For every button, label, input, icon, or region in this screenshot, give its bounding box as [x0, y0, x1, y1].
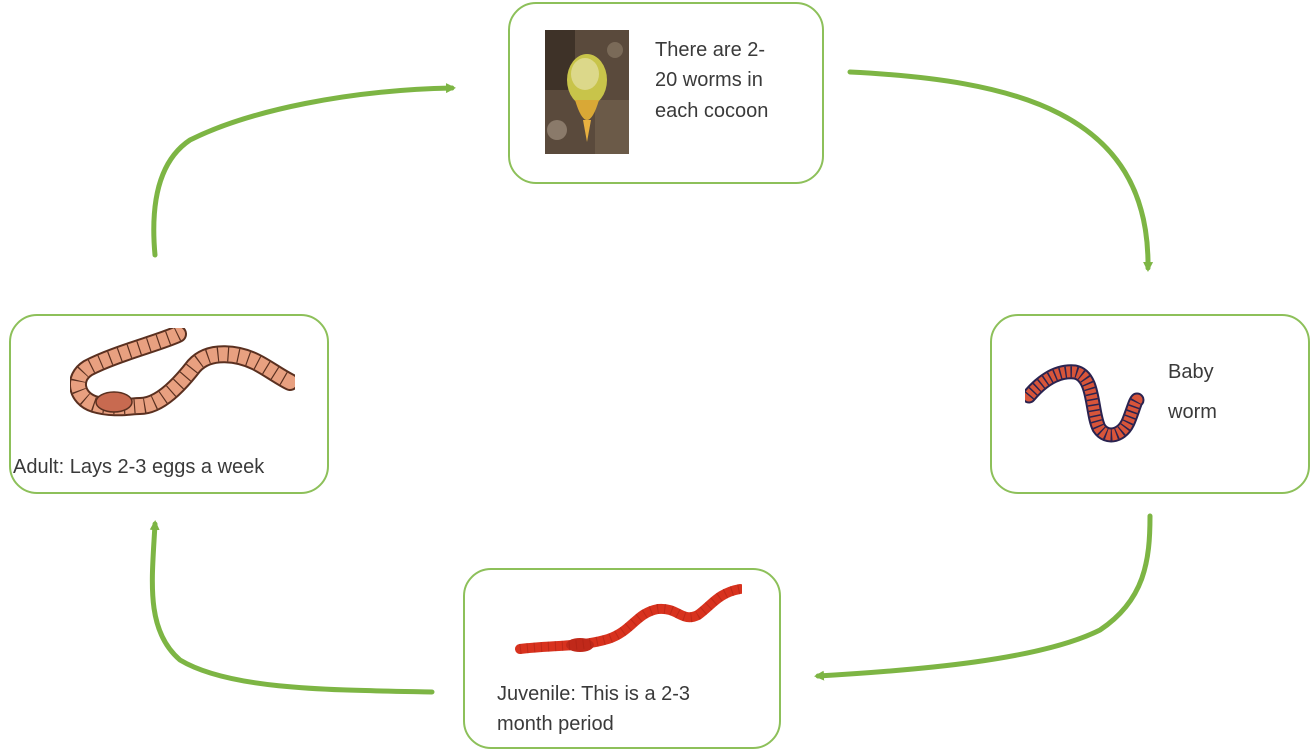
baby-worm-icon [1025, 364, 1145, 443]
juvenile-text-line-1: Juvenile: This is a 2-3 [497, 683, 691, 705]
baby-text-line-2: worm [1168, 401, 1217, 423]
arrow-cocoon-to-baby [847, 69, 1154, 272]
adult-worm-icon [70, 328, 295, 417]
juvenile-text-line-2: month period [497, 713, 614, 735]
arrow-baby-to-juvenile [814, 513, 1153, 681]
juvenile-worm-icon [515, 584, 742, 654]
baby-text-line-1: Baby [1168, 361, 1214, 383]
arrow-juvenile-to-adult [149, 520, 435, 695]
cocoon-photo [545, 30, 629, 154]
cocoon-text-line-1: There are 2- [655, 39, 766, 61]
stage-baby-box [990, 314, 1310, 494]
adult-text: Adult: Lays 2-3 eggs a week [13, 456, 265, 478]
cocoon-text-line-3: each cocoon [655, 100, 769, 122]
cocoon-text-line-2: 20 worms in [655, 69, 763, 91]
stage-juvenile-box [463, 568, 781, 749]
arrow-adult-to-cocoon [151, 83, 456, 258]
